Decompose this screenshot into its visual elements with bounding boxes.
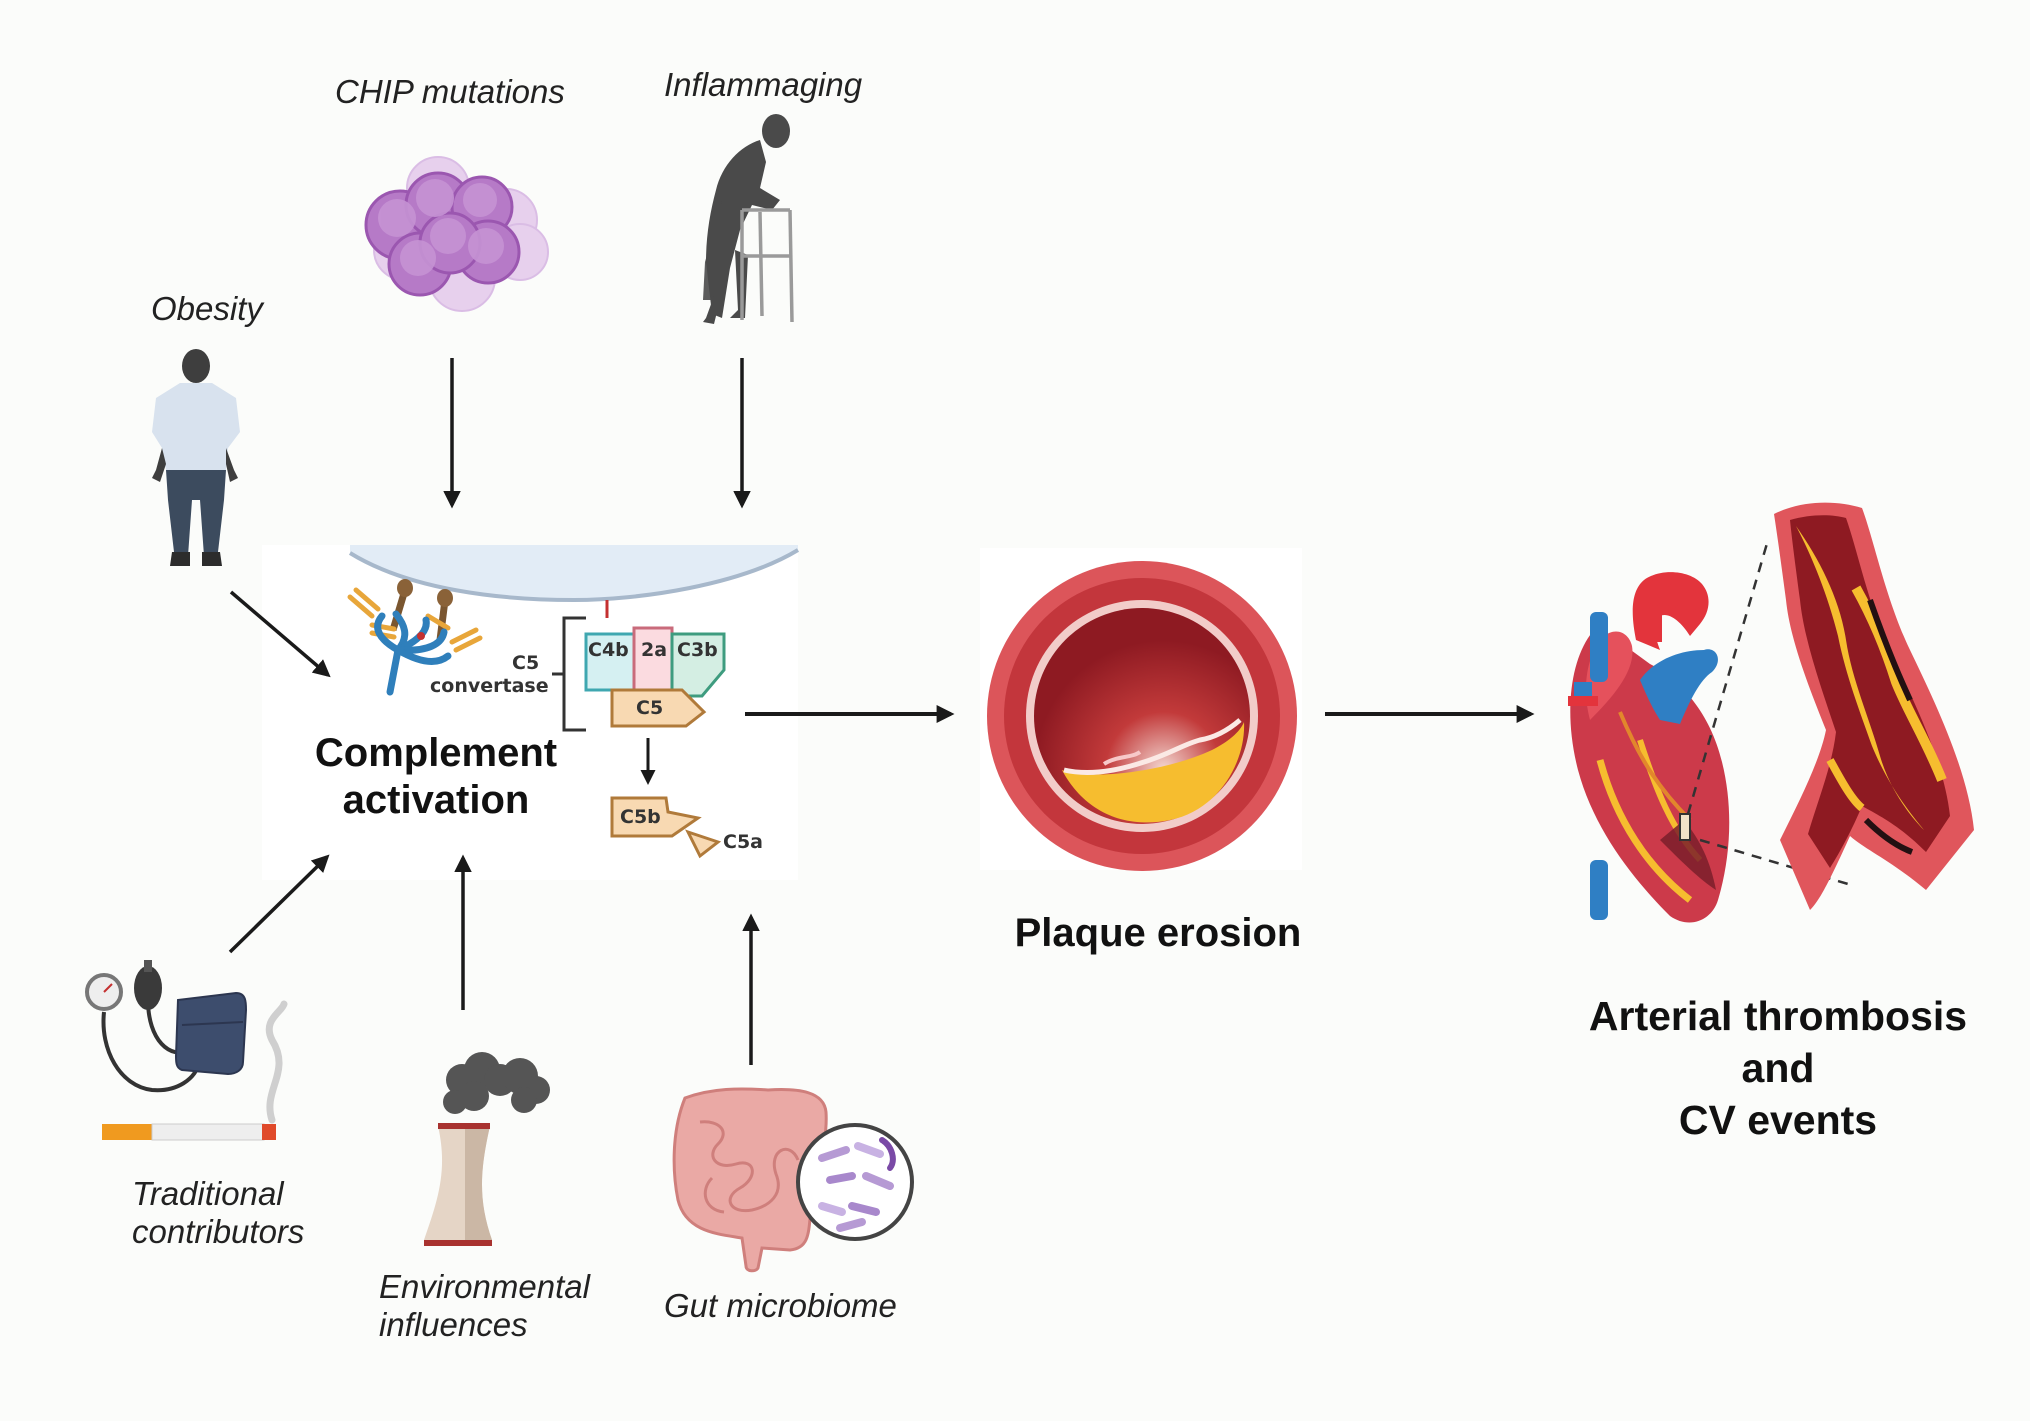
cell-membrane bbox=[348, 545, 800, 603]
outcome-line-1: Arterial thrombosis bbox=[1588, 993, 1968, 1039]
callout-line-top bbox=[1686, 539, 1770, 815]
outcome-line-2: and bbox=[1741, 1045, 1815, 1091]
cigarette-icon bbox=[102, 1000, 288, 1141]
heart-icon bbox=[1568, 572, 1730, 923]
arrow-obesity-to-complement bbox=[229, 590, 331, 678]
label-c4b: C4b bbox=[588, 639, 629, 661]
c5-block bbox=[610, 688, 707, 728]
occluded-artery-icon bbox=[1774, 502, 1974, 910]
c5a-fragment bbox=[685, 829, 722, 859]
label-obesity: Obesity bbox=[151, 290, 263, 327]
label-chip-mutations: CHIP mutations bbox=[335, 73, 565, 110]
vessel-cross-section-icon bbox=[987, 561, 1297, 871]
microbiome-magnifier-icon bbox=[796, 1123, 914, 1241]
antibody-complex-icon bbox=[347, 579, 483, 696]
factory-smoke-icon bbox=[424, 1052, 550, 1246]
convertase-bracket bbox=[552, 616, 586, 732]
walker-icon bbox=[740, 208, 794, 323]
label-c3b: C3b bbox=[677, 639, 718, 661]
intestine-icon bbox=[672, 1087, 828, 1273]
complement-title-line-1: Complement bbox=[314, 731, 558, 775]
label-traditional-2: contributors bbox=[132, 1213, 305, 1250]
label-inflammaging: Inflammaging bbox=[664, 66, 863, 103]
label-environmental-1: Environmental bbox=[379, 1268, 590, 1305]
c5b-block bbox=[610, 796, 702, 838]
label-gut-microbiome: Gut microbiome bbox=[664, 1287, 897, 1324]
label-c5: C5 bbox=[636, 697, 664, 719]
elderly-person-icon bbox=[703, 114, 790, 324]
cell-cluster-icon bbox=[364, 156, 549, 312]
label-environmental-2: influences bbox=[379, 1306, 528, 1343]
obese-person-icon bbox=[152, 349, 240, 566]
c3b-block bbox=[670, 632, 726, 698]
arrows bbox=[228, 358, 1535, 1065]
label-c2a: 2a bbox=[641, 639, 668, 661]
outcome-line-3: CV events bbox=[1678, 1097, 1878, 1143]
arrow-traditional-to-complement bbox=[228, 854, 330, 954]
label-traditional-1: Traditional bbox=[132, 1175, 284, 1212]
label-c5a: C5a bbox=[723, 831, 763, 853]
complement-title-line-2: activation bbox=[342, 778, 530, 822]
plaque-erosion-title: Plaque erosion bbox=[1014, 911, 1302, 955]
label-c5-convertase-c5: C5 bbox=[512, 652, 540, 674]
blood-pressure-cuff-icon bbox=[85, 960, 248, 1093]
label-c5-convertase: convertase bbox=[430, 675, 549, 697]
label-c5b: C5b bbox=[620, 806, 661, 828]
